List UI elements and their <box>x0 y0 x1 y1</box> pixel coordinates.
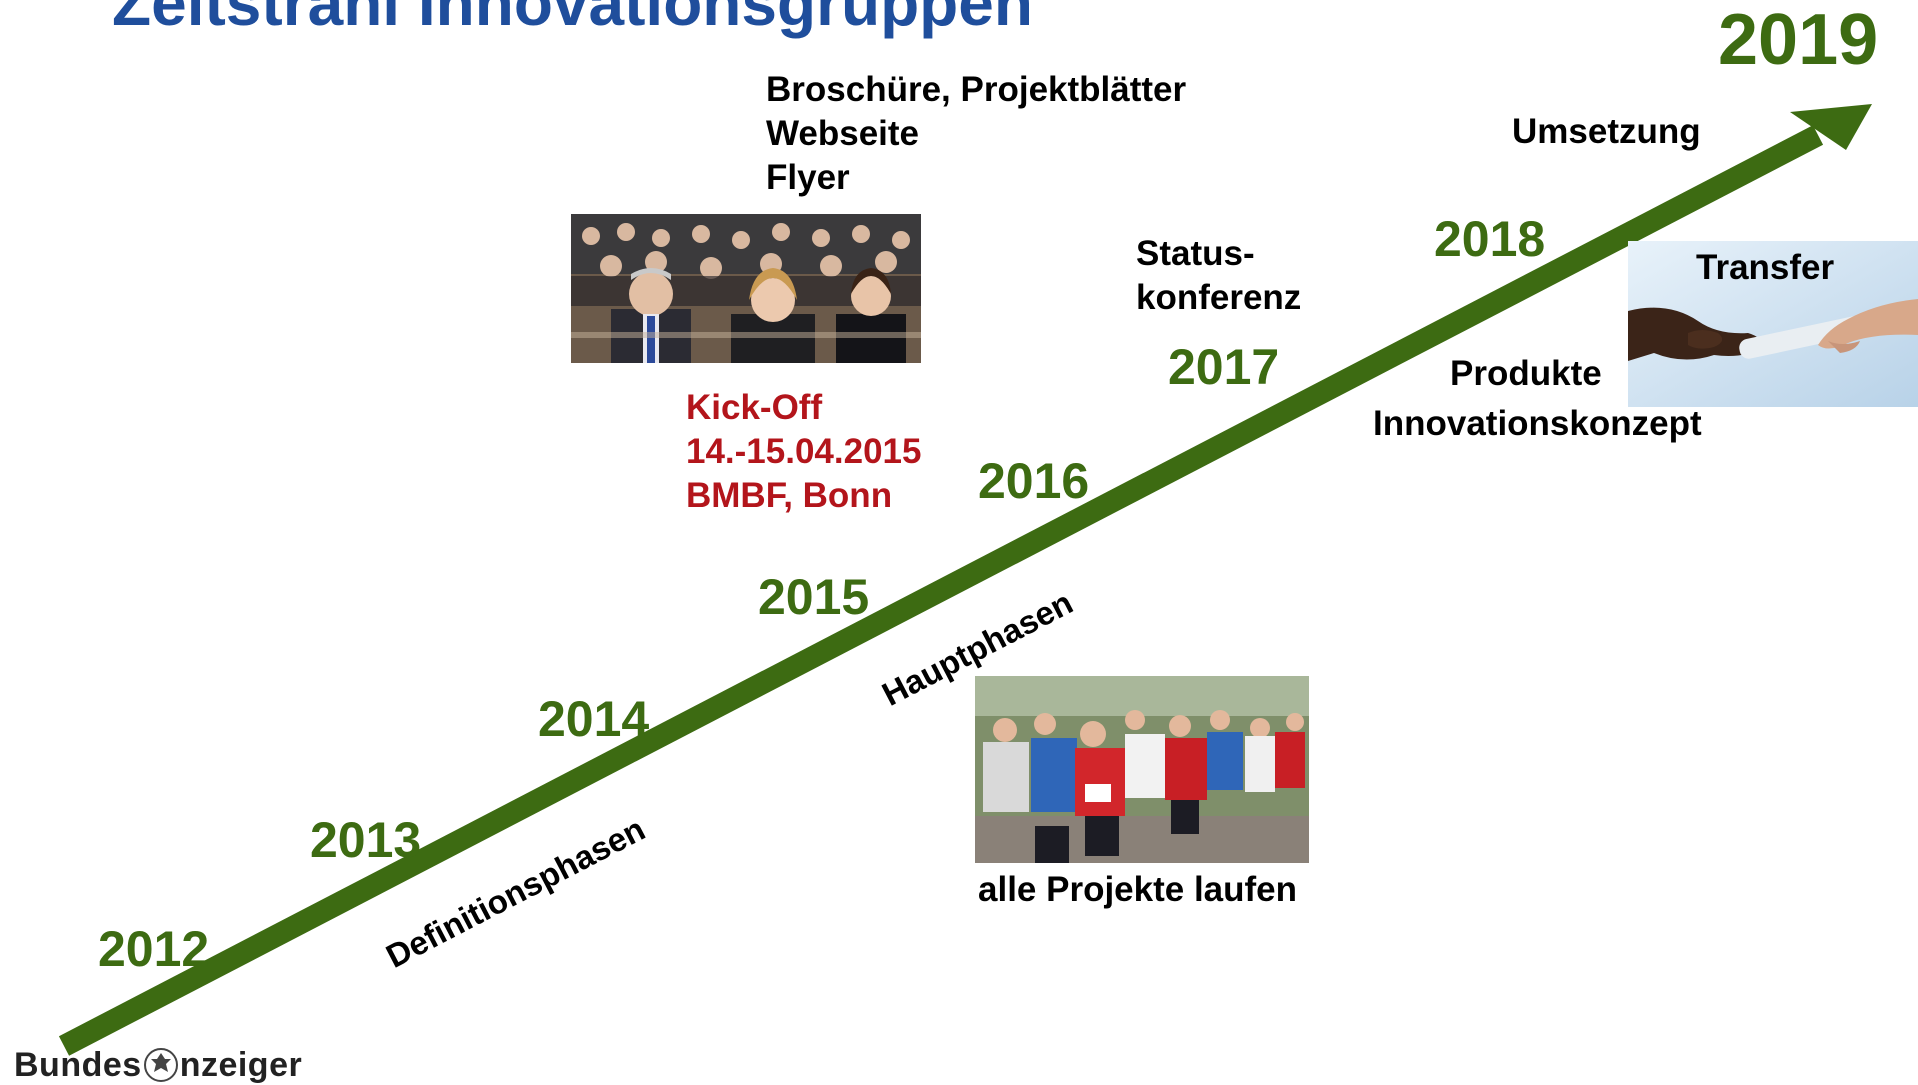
bundesanzeiger-logo: Bundes nzeiger <box>14 1046 302 1085</box>
relay-baton-handover-photo <box>1628 241 1918 407</box>
kickoff-location: BMBF, Bonn <box>686 476 893 515</box>
arrow-head <box>1790 104 1872 150</box>
products-label: Produkte <box>1450 354 1602 393</box>
logo-text-part1: Bundes <box>14 1046 142 1084</box>
status-line1: Status- <box>1136 234 1255 273</box>
year-2015: 2015 <box>758 569 870 625</box>
year-2013: 2013 <box>310 812 422 868</box>
kickoff-title: Kick-Off <box>686 388 823 427</box>
year-2012: 2012 <box>98 921 210 977</box>
page-title: Zeitstrahl Innovationsgruppen <box>112 0 1033 39</box>
logo-text-part2: nzeiger <box>179 1046 303 1084</box>
status-line2: konferenz <box>1136 278 1302 317</box>
media-website: Webseite <box>766 114 920 153</box>
all-projects-running-label: alle Projekte laufen <box>978 870 1298 909</box>
media-list: Broschüre, Projektblätter Webseite Flyer <box>766 68 1186 200</box>
federal-eagle-icon <box>143 1048 178 1082</box>
media-brochure: Broschüre, Projektblätter <box>766 70 1187 109</box>
conference-audience-photo <box>571 214 921 363</box>
year-2014: 2014 <box>538 691 650 747</box>
year-2016: 2016 <box>978 453 1090 509</box>
runners-photo <box>975 676 1309 863</box>
year-2017: 2017 <box>1168 339 1280 395</box>
year-2018: 2018 <box>1434 211 1546 267</box>
innovation-concept-label: Innovationskonzept <box>1373 404 1702 443</box>
media-flyer: Flyer <box>766 158 850 197</box>
transfer-label: Transfer <box>1696 248 1835 287</box>
implementation-label: Umsetzung <box>1512 112 1701 151</box>
kickoff-date: 14.-15.04.2015 <box>686 432 922 471</box>
kickoff-block: Kick-Off 14.-15.04.2015 BMBF, Bonn <box>686 386 921 518</box>
status-conference: Status- konferenz <box>1136 232 1301 320</box>
year-2019: 2019 <box>1718 0 1879 80</box>
